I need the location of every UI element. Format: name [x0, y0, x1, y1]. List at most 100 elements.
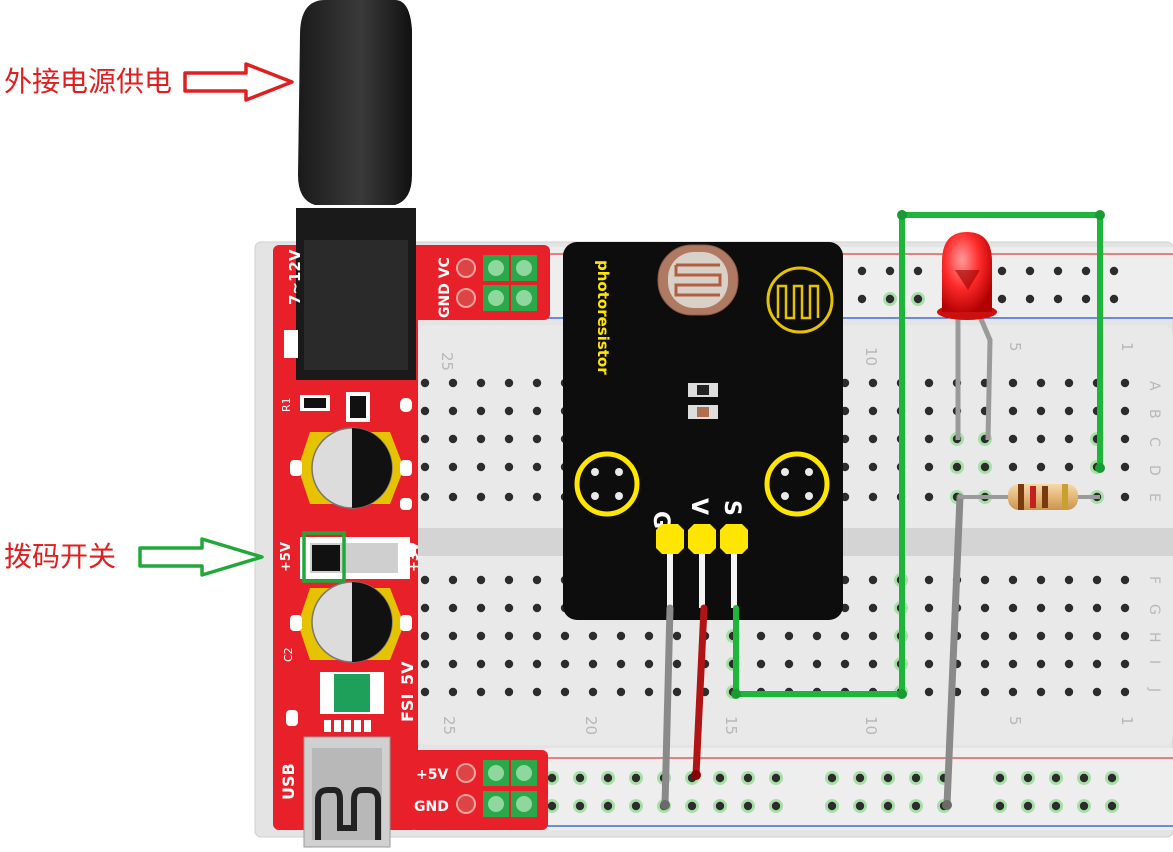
breadboard-hole[interactable] — [476, 631, 486, 641]
breadboard-hole[interactable] — [997, 294, 1007, 304]
breadboard-hole[interactable] — [547, 773, 557, 783]
breadboard-hole[interactable] — [980, 575, 990, 585]
breadboard-hole[interactable] — [448, 603, 458, 613]
breadboard-hole[interactable] — [1120, 434, 1130, 444]
breadboard-hole[interactable] — [1036, 462, 1046, 472]
breadboard-hole[interactable] — [1107, 801, 1117, 811]
breadboard-hole[interactable] — [911, 773, 921, 783]
breadboard-hole[interactable] — [1008, 575, 1018, 585]
breadboard-hole[interactable] — [997, 266, 1007, 276]
breadboard-hole[interactable] — [1109, 294, 1119, 304]
breadboard-hole[interactable] — [504, 687, 514, 697]
breadboard-hole[interactable] — [504, 406, 514, 416]
breadboard-hole[interactable] — [1092, 631, 1102, 641]
breadboard-hole[interactable] — [504, 575, 514, 585]
breadboard-hole[interactable] — [448, 434, 458, 444]
breadboard-hole[interactable] — [504, 659, 514, 669]
breadboard-hole[interactable] — [560, 631, 570, 641]
breadboard-hole[interactable] — [588, 687, 598, 697]
breadboard-hole[interactable] — [855, 801, 865, 811]
breadboard-hole[interactable] — [840, 659, 850, 669]
breadboard-hole[interactable] — [476, 492, 486, 502]
breadboard-hole[interactable] — [420, 492, 430, 502]
breadboard-hole[interactable] — [420, 434, 430, 444]
breadboard-hole[interactable] — [504, 492, 514, 502]
breadboard-hole[interactable] — [476, 434, 486, 444]
breadboard-hole[interactable] — [1036, 603, 1046, 613]
breadboard-hole[interactable] — [1120, 659, 1130, 669]
breadboard-hole[interactable] — [771, 773, 781, 783]
breadboard-hole[interactable] — [1025, 266, 1035, 276]
breadboard-hole[interactable] — [448, 575, 458, 585]
breadboard-hole[interactable] — [420, 631, 430, 641]
breadboard-hole[interactable] — [1081, 266, 1091, 276]
breadboard-hole[interactable] — [672, 687, 682, 697]
breadboard-hole[interactable] — [532, 406, 542, 416]
breadboard-hole[interactable] — [1008, 659, 1018, 669]
breadboard-hole[interactable] — [603, 801, 613, 811]
breadboard-hole[interactable] — [1120, 687, 1130, 697]
breadboard-hole[interactable] — [885, 294, 895, 304]
breadboard-hole[interactable] — [1053, 294, 1063, 304]
breadboard-hole[interactable] — [924, 462, 934, 472]
breadboard-hole[interactable] — [840, 631, 850, 641]
breadboard-hole[interactable] — [504, 631, 514, 641]
breadboard-hole[interactable] — [868, 492, 878, 502]
breadboard-hole[interactable] — [924, 687, 934, 697]
breadboard-hole[interactable] — [784, 659, 794, 669]
breadboard-hole[interactable] — [1051, 801, 1061, 811]
breadboard-hole[interactable] — [672, 659, 682, 669]
breadboard-hole[interactable] — [644, 659, 654, 669]
breadboard-hole[interactable] — [1120, 492, 1130, 502]
breadboard-hole[interactable] — [1008, 378, 1018, 388]
breadboard-hole[interactable] — [1064, 687, 1074, 697]
breadboard-hole[interactable] — [883, 801, 893, 811]
breadboard-hole[interactable] — [532, 575, 542, 585]
breadboard-hole[interactable] — [420, 687, 430, 697]
breadboard-hole[interactable] — [1008, 434, 1018, 444]
breadboard-hole[interactable] — [532, 434, 542, 444]
breadboard-hole[interactable] — [1120, 603, 1130, 613]
breadboard-hole[interactable] — [1036, 687, 1046, 697]
breadboard-hole[interactable] — [672, 631, 682, 641]
breadboard-hole[interactable] — [420, 406, 430, 416]
breadboard-hole[interactable] — [448, 687, 458, 697]
breadboard-hole[interactable] — [857, 294, 867, 304]
breadboard-hole[interactable] — [771, 801, 781, 811]
breadboard-hole[interactable] — [1023, 801, 1033, 811]
breadboard-hole[interactable] — [1064, 434, 1074, 444]
breadboard-hole[interactable] — [476, 603, 486, 613]
breadboard-hole[interactable] — [448, 406, 458, 416]
breadboard-hole[interactable] — [504, 603, 514, 613]
breadboard-hole[interactable] — [995, 773, 1005, 783]
breadboard-hole[interactable] — [1036, 659, 1046, 669]
breadboard-hole[interactable] — [980, 687, 990, 697]
breadboard-hole[interactable] — [1064, 631, 1074, 641]
breadboard-hole[interactable] — [868, 603, 878, 613]
breadboard-hole[interactable] — [924, 434, 934, 444]
breadboard-hole[interactable] — [532, 378, 542, 388]
breadboard-hole[interactable] — [644, 631, 654, 641]
breadboard-hole[interactable] — [476, 378, 486, 388]
breadboard-hole[interactable] — [924, 406, 934, 416]
breadboard-hole[interactable] — [756, 659, 766, 669]
breadboard-hole[interactable] — [1064, 406, 1074, 416]
breadboard-hole[interactable] — [575, 801, 585, 811]
breadboard-hole[interactable] — [631, 801, 641, 811]
breadboard-hole[interactable] — [885, 266, 895, 276]
breadboard-hole[interactable] — [560, 659, 570, 669]
breadboard-hole[interactable] — [1064, 659, 1074, 669]
breadboard-hole[interactable] — [715, 801, 725, 811]
breadboard-hole[interactable] — [1008, 687, 1018, 697]
breadboard-hole[interactable] — [924, 631, 934, 641]
breadboard-hole[interactable] — [504, 378, 514, 388]
breadboard-hole[interactable] — [448, 659, 458, 669]
breadboard-hole[interactable] — [868, 378, 878, 388]
breadboard-hole[interactable] — [1036, 575, 1046, 585]
breadboard-hole[interactable] — [980, 631, 990, 641]
breadboard-hole[interactable] — [547, 801, 557, 811]
breadboard-hole[interactable] — [980, 462, 990, 472]
breadboard-hole[interactable] — [1081, 294, 1091, 304]
breadboard-hole[interactable] — [644, 687, 654, 697]
breadboard-hole[interactable] — [868, 575, 878, 585]
